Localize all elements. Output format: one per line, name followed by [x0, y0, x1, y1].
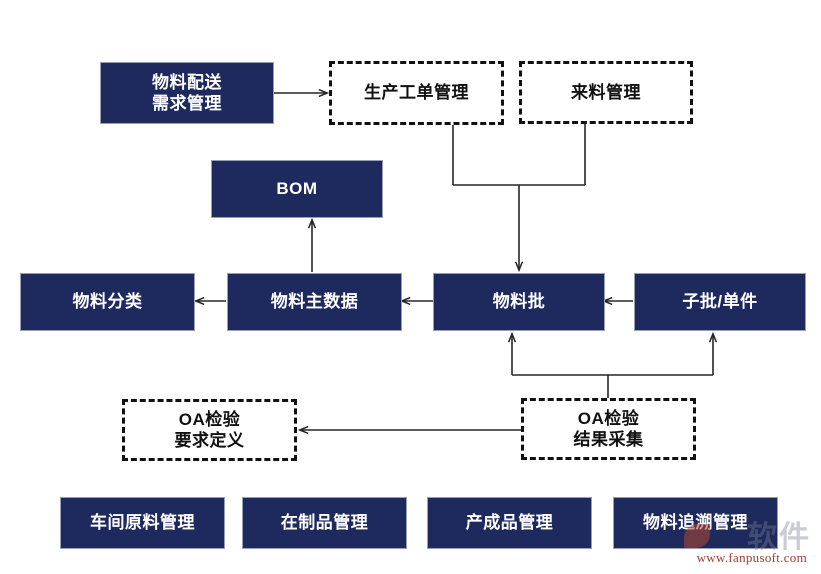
node-material-delivery-demand[interactable]: 物料配送 需求管理	[100, 62, 274, 124]
node-label: OA检验 结果采集	[573, 408, 644, 449]
node-sub-batch-unit[interactable]: 子批/单件	[634, 273, 806, 331]
node-finished-goods[interactable]: 产成品管理	[427, 497, 592, 549]
node-incoming-material[interactable]: 来料管理	[519, 61, 693, 124]
node-label: OA检验 要求定义	[174, 409, 245, 450]
node-label: 在制品管理	[280, 513, 369, 533]
node-material-category[interactable]: 物料分类	[20, 273, 195, 331]
node-label: 物料批	[492, 292, 546, 312]
node-label: 物料主数据	[270, 292, 359, 312]
node-label: 来料管理	[571, 82, 641, 102]
node-oa-inspection-result[interactable]: OA检验 结果采集	[521, 398, 696, 460]
node-label: 子批/单件	[682, 292, 758, 312]
node-material-batch[interactable]: 物料批	[433, 273, 605, 331]
node-label: 生产工单管理	[364, 83, 469, 103]
node-label: 产成品管理	[465, 513, 554, 533]
node-bom[interactable]: BOM	[211, 160, 383, 218]
node-label: 物料分类	[72, 292, 143, 312]
node-label: 物料配送 需求管理	[152, 72, 222, 113]
node-label: 物料追溯管理	[643, 513, 748, 533]
node-oa-inspection-requirement[interactable]: OA检验 要求定义	[122, 399, 297, 461]
watermark-url: www.fanpusoft.com	[696, 550, 807, 565]
node-workshop-raw-material[interactable]: 车间原料管理	[60, 497, 225, 549]
node-material-master-data[interactable]: 物料主数据	[227, 273, 402, 331]
node-label: 车间原料管理	[90, 513, 195, 533]
node-label: BOM	[276, 179, 318, 199]
node-material-traceability[interactable]: 物料追溯管理	[613, 497, 778, 549]
node-production-work-order[interactable]: 生产工单管理	[329, 61, 504, 125]
node-wip-management[interactable]: 在制品管理	[242, 497, 407, 549]
